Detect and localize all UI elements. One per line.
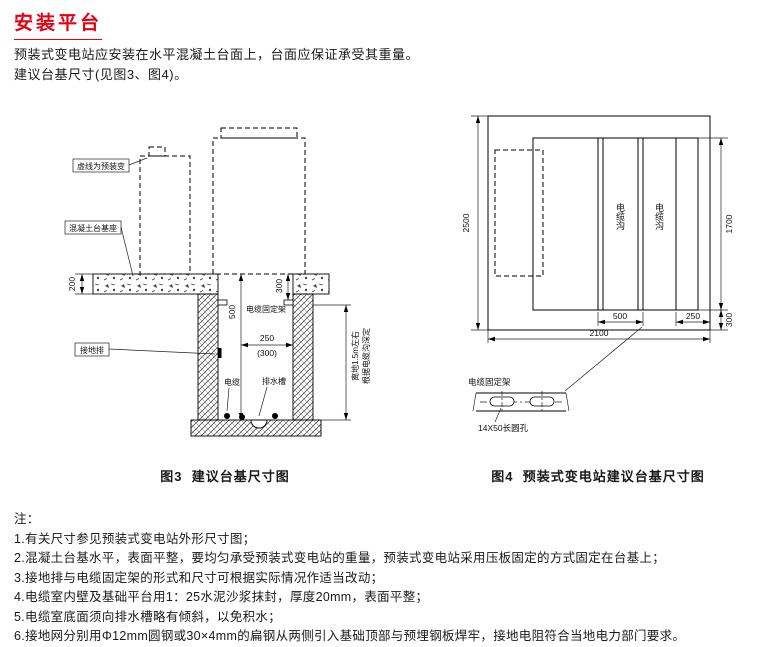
fig3-cable-dot — [224, 413, 230, 419]
figure4-caption: 图4 预装式变电站建议台基尺寸图 — [491, 469, 705, 484]
figure4-foundation-plan-drawing: 电缆沟 电缆沟 2500 1700 300 500 250 2100 电缆固定架 — [461, 115, 734, 433]
fig3-concrete-base — [92, 273, 330, 295]
fig3-side-note-1: 离地1.5m左右 — [350, 331, 360, 381]
figure3-caption: 图3 建议台基尺寸图 — [160, 469, 290, 484]
intro-line-1: 预装式变电站应安装在水平混凝土台面上，台面应保证承受其重量。 — [14, 47, 420, 62]
fig4-dim-2500: 2500 — [461, 213, 471, 232]
page-title: 安装平台 — [14, 8, 103, 40]
fig3-dim-200: 200 — [67, 277, 77, 291]
fig4-dimensions: 2500 1700 300 500 250 2100 — [461, 115, 734, 343]
fig4-label-cable-bracket: 电缆固定架 — [468, 377, 511, 387]
fig3-dimensions: 200 500 300 250 (300) 离地1.5m左右 根据电缆沟深定 — [67, 273, 371, 421]
fig3-cable-bracket-left — [217, 299, 228, 306]
fig3-dim-500: 500 — [227, 305, 237, 319]
fig4-dim-250: 250 — [686, 311, 700, 321]
fig3-cable-dot — [272, 413, 278, 419]
fig4-label-slot-hole: 14X50长圆孔 — [478, 423, 529, 433]
fig3-label-cable: 电缆 — [224, 377, 240, 387]
fig3-label-concrete-base: 混凝土台基座 — [69, 223, 117, 233]
fig3-substation-dashed-outline — [139, 127, 306, 275]
fig3-dim-250: 250 — [260, 333, 274, 343]
fig4-label-trench-1: 电缆沟 — [615, 202, 625, 231]
fig4-dim-2100: 2100 — [590, 328, 609, 338]
fig3-label-drain: 排水槽 — [262, 376, 286, 386]
notes-section: 注： 1.有关尺寸参见预装式变电站外形尺寸图； 2.混凝土台基水平，表面平整，要… — [14, 510, 770, 647]
notes-heading: 注： — [14, 512, 40, 526]
fig3-side-note-2: 根据电缆沟深定 — [361, 328, 371, 384]
note-item: 3.接地排与电缆固定架的形式和尺寸可根据实际情况作适当改动； — [14, 570, 384, 585]
note-item: 2.混凝土台基水平，表面平整，要均匀承受预装式变电站的重量，预装式变电站采用压板… — [14, 551, 666, 565]
note-item: 6.接地网分别用Φ12mm圆钢或30×4mm的扁钢从两侧引入基础顶部与预埋钢板焊… — [14, 629, 686, 643]
fig4-label-trench-2: 电缆沟 — [654, 202, 664, 231]
note-item: 5.电缆室底面须向排水槽略有倾斜，以免积水； — [14, 609, 282, 624]
figure3-foundation-section-drawing: 200 500 300 250 (300) 离地1.5m左右 根据电缆沟深定 虚… — [64, 127, 371, 437]
fig3-label-grounding-bar: 接地排 — [80, 345, 104, 355]
note-item: 1.有关尺寸参见预装式变电站外形尺寸图； — [14, 531, 256, 546]
fig3-label-cable-bracket: 电缆固定架 — [246, 304, 286, 314]
fig4-dim-300: 300 — [724, 313, 734, 327]
intro-line-2: 建议台基尺寸(见图3、图4)。 — [14, 67, 188, 82]
fig4-cable-trenches: 电缆沟 电缆沟 — [597, 138, 677, 310]
fig3-drain-groove — [250, 419, 268, 429]
fig3-grounding-bar — [218, 348, 222, 358]
fig4-platform-outline — [487, 115, 711, 331]
fig3-labels: 虚线为预装变 混凝土台基座 接地排 电缆固定架 电缆 排水槽 — [64, 157, 286, 417]
fig3-dim-300: 300 — [274, 279, 284, 293]
fig3-cable-pit — [190, 293, 322, 437]
fig3-cable-bracket-right — [283, 299, 294, 306]
fig4-dim-500: 500 — [613, 311, 627, 321]
note-item: 4.电缆室内壁及基础平台用1：25水泥沙浆抹封，厚度20mm，表面平整； — [14, 590, 429, 604]
fig4-bracket-detail: 电缆固定架 14X50长圆孔 — [468, 326, 643, 433]
fig3-cable-dot — [239, 414, 245, 420]
fig3-label-dashed-substation: 虚线为预装变 — [77, 161, 125, 171]
fig4-dim-1700: 1700 — [724, 214, 734, 233]
fig3-dim-250-alt: (300) — [257, 348, 277, 358]
